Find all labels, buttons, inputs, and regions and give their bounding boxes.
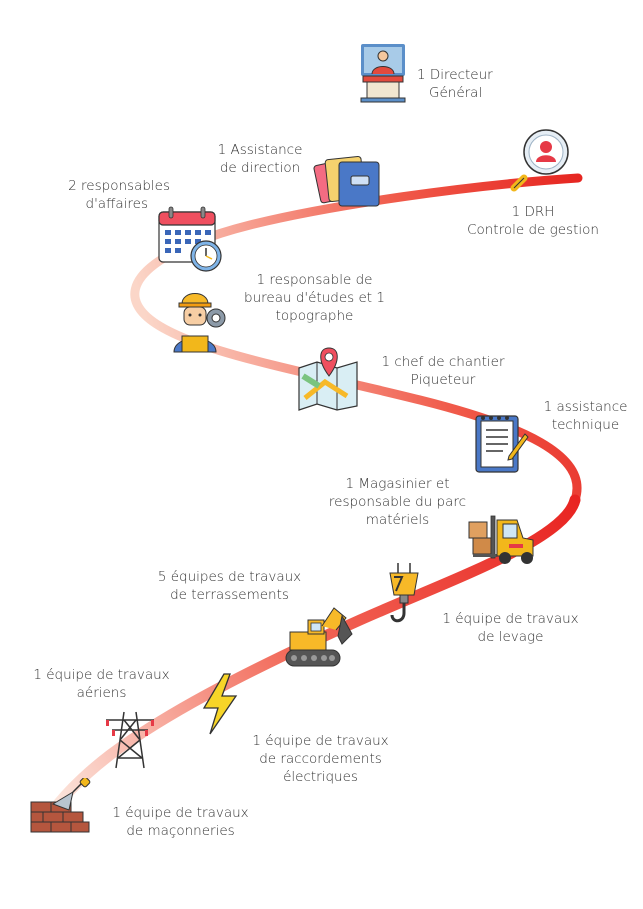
label-line: de maçonneries	[126, 823, 235, 839]
label-line: de direction	[219, 160, 301, 176]
label-line: 1 responsable de	[256, 272, 373, 288]
label-levage: 1 équipe de travaux de levage	[428, 610, 593, 646]
label-line: 1 Magasinier et	[345, 476, 450, 492]
label-line: 5 équipes de travaux	[157, 569, 302, 585]
label-assistance-technique: 1 assistance technique	[533, 398, 638, 434]
label-terrassements: 5 équipes de travaux de terrassements	[142, 568, 317, 604]
label-chef-chantier: 1 chef de chantier Piqueteur	[368, 353, 518, 389]
label-assistance-direction: 1 Assistance de direction	[205, 141, 315, 177]
folders-icon	[313, 156, 380, 207]
excavator-icon	[285, 607, 353, 667]
label-maconneries: 1 équipe de travaux de maçonneries	[98, 804, 263, 840]
engineer-icon	[173, 293, 226, 353]
label-line: 1 assistance	[543, 399, 628, 415]
label-line: responsable du parc	[328, 494, 467, 510]
calendar-clock-icon	[158, 206, 222, 272]
magnifier-user-icon	[510, 129, 569, 192]
label-line: 1 équipe de travaux	[442, 611, 579, 627]
label-line: Général	[429, 85, 483, 101]
label-line: 1 Directeur	[417, 67, 493, 83]
label-directeur: 1 Directeur Général	[417, 66, 493, 102]
label-drh: 1 DRH Controle de gestion	[458, 203, 608, 239]
label-line: 1 équipe de travaux	[33, 667, 170, 683]
label-line: électriques	[283, 769, 358, 785]
label-line: technique	[551, 417, 620, 433]
label-line: de terrassements	[170, 587, 289, 603]
label-line: d'affaires	[85, 196, 148, 212]
label-bureau-etudes: 1 responsable de bureau d'études et 1 to…	[232, 271, 397, 325]
forklift-icon	[468, 515, 534, 564]
label-line: de levage	[477, 629, 544, 645]
power-pylon-icon	[106, 711, 154, 769]
lightning-icon	[202, 673, 238, 735]
brick-trowel-icon	[30, 778, 91, 833]
label-aeriens: 1 équipe de travaux aériens	[14, 666, 189, 702]
label-line: aériens	[76, 685, 127, 701]
label-line: 1 Assistance	[217, 142, 303, 158]
label-line: 1 équipe de travaux	[252, 733, 389, 749]
label-line: 1 équipe de travaux	[112, 805, 249, 821]
director-icon	[360, 44, 406, 103]
crane-hook-icon	[389, 563, 419, 623]
label-line: Controle de gestion	[467, 222, 599, 238]
map-pin-icon	[298, 347, 358, 411]
label-line: 1 DRH	[511, 204, 555, 220]
label-responsables-affaires: 2 responsables d'affaires	[40, 177, 170, 213]
label-line: de raccordements	[259, 751, 382, 767]
label-line: Piqueteur	[410, 372, 476, 388]
label-raccordements: 1 équipe de travaux de raccordements éle…	[238, 732, 403, 786]
label-line: topographe	[275, 308, 354, 324]
label-line: matériels	[365, 512, 430, 528]
label-line: 2 responsables	[68, 178, 170, 194]
label-line: bureau d'études et 1	[244, 290, 385, 306]
clipboard-icon	[475, 415, 529, 473]
label-line: 1 chef de chantier	[381, 354, 505, 370]
label-magasinier: 1 Magasinier et responsable du parc maté…	[310, 475, 485, 529]
